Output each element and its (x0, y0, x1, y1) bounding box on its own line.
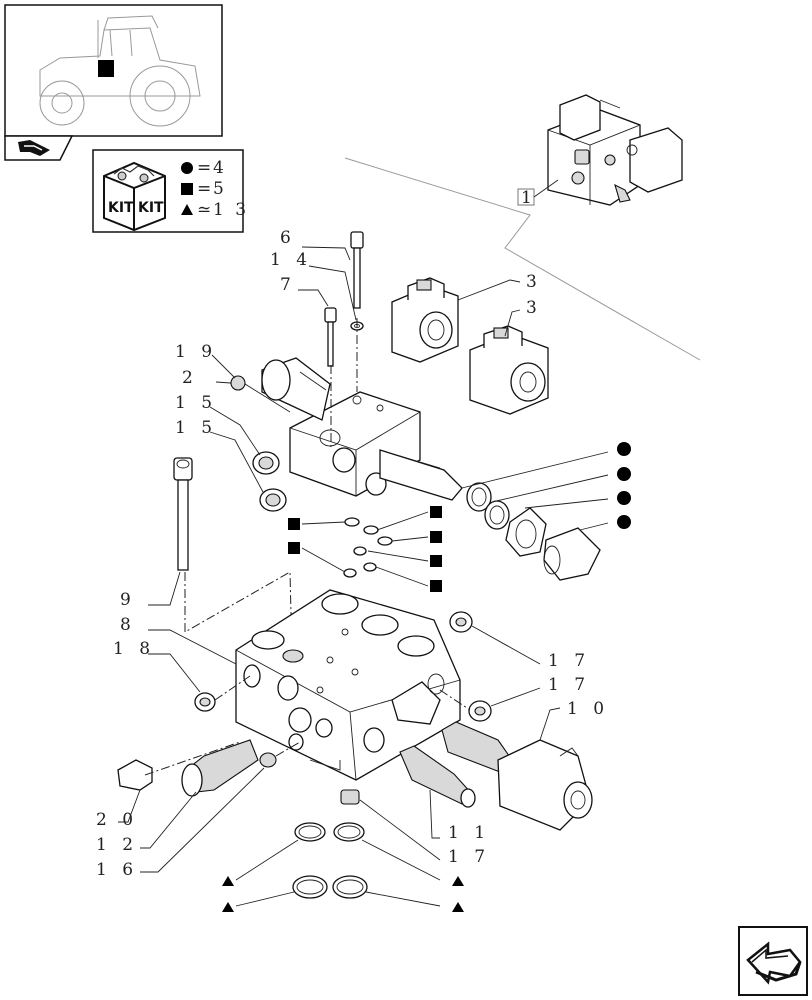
kit-marker-circle-2 (617, 467, 631, 481)
kit-marker-square-5 (430, 555, 442, 567)
solenoid-valve-10 (441, 721, 593, 831)
assembled-valve-thumbnail (547, 94, 683, 206)
circle-count: 4 (213, 158, 227, 178)
label-19: 1 9 (175, 342, 217, 362)
kit-marker-circle-3 (617, 491, 631, 505)
return-arrow-icon (746, 941, 802, 985)
circle-operator: = (197, 158, 214, 178)
o-ring-right-2 (484, 500, 510, 530)
kit-marker-circle-1 (617, 442, 631, 456)
kit-box-icon: KIT KIT (103, 161, 166, 232)
cap-right (543, 527, 601, 581)
kit-marker-square-3 (430, 506, 442, 518)
plug-17-upper (449, 611, 473, 633)
label-9: 9 (120, 590, 136, 610)
cartridge-11 (399, 745, 476, 808)
plug-16 (259, 752, 277, 768)
label-10: 1 0 (567, 699, 609, 719)
label-15-upper: 1 5 (175, 393, 217, 413)
label-17-middle: 1 7 (548, 675, 590, 695)
square-symbol (181, 183, 193, 195)
label-15-lower: 1 5 (175, 418, 217, 438)
label-16: 1 6 (96, 860, 138, 880)
label-17-upper: 1 7 (548, 651, 590, 671)
label-17-lower: 1 7 (448, 847, 490, 867)
label-7: 7 (280, 275, 296, 295)
coil-3-lower (469, 325, 549, 415)
kit-legend: KIT KIT = 4 = 5 ≃ 1 3 (92, 149, 249, 233)
screw-7 (324, 307, 337, 367)
kit-marker-triangle-1 (222, 876, 234, 886)
kit-marker-square-2 (288, 542, 300, 554)
label-3-upper: 3 (526, 272, 542, 292)
manifold-block-8 (235, 589, 461, 781)
label-8: 8 (120, 615, 136, 635)
cartridge-12 (181, 739, 259, 797)
kit-label-left: KIT (108, 200, 134, 216)
kit-label-right: KIT (138, 200, 164, 216)
triangle-count: 1 3 (213, 200, 249, 220)
previous-section-arrow-icon (18, 140, 50, 156)
tractor-location-marker (98, 60, 114, 77)
bottom-o-rings (292, 822, 368, 899)
valve-body-2 (261, 357, 463, 501)
kit-marker-triangle-2 (452, 876, 464, 886)
plug-15-upper (252, 451, 280, 475)
square-count: 5 (213, 179, 227, 199)
previous-section-tab[interactable] (4, 135, 74, 161)
screw-9 (173, 457, 193, 571)
label-20: 2 0 (96, 810, 138, 830)
label-18: 1 8 (113, 639, 155, 659)
square-operator: = (197, 179, 214, 199)
label-6: 6 (280, 228, 296, 248)
plug-15-lower (259, 488, 287, 512)
kit-marker-square-6 (430, 580, 442, 592)
plug-17-lower (340, 789, 360, 805)
triangle-symbol (181, 204, 193, 215)
label-1: 1 (521, 188, 537, 208)
small-o-rings (343, 517, 393, 578)
tractor-icon (39, 15, 201, 127)
coil-3-upper (391, 277, 459, 363)
plug-17-middle (468, 700, 492, 722)
kit-marker-triangle-4 (452, 902, 464, 912)
kit-marker-square-1 (288, 518, 300, 530)
o-ring-right-1 (466, 482, 492, 512)
kit-marker-circle-4 (617, 515, 631, 529)
label-11: 1 1 (448, 823, 490, 843)
kit-marker-square-4 (430, 531, 442, 543)
plug-20 (117, 759, 153, 791)
label-14: 1 4 (270, 250, 312, 270)
label-12: 1 2 (96, 835, 138, 855)
nut-right (505, 507, 547, 557)
return-button[interactable] (738, 926, 808, 996)
label-2: 2 (182, 368, 198, 388)
kit-marker-triangle-3 (222, 902, 234, 912)
label-3-lower: 3 (526, 298, 542, 318)
tractor-thumbnail[interactable] (4, 4, 223, 137)
plug-19 (230, 375, 246, 391)
plug-18 (194, 692, 216, 712)
circle-symbol (181, 162, 193, 174)
screw-6 (350, 231, 364, 309)
triangle-operator: ≃ (197, 200, 214, 220)
